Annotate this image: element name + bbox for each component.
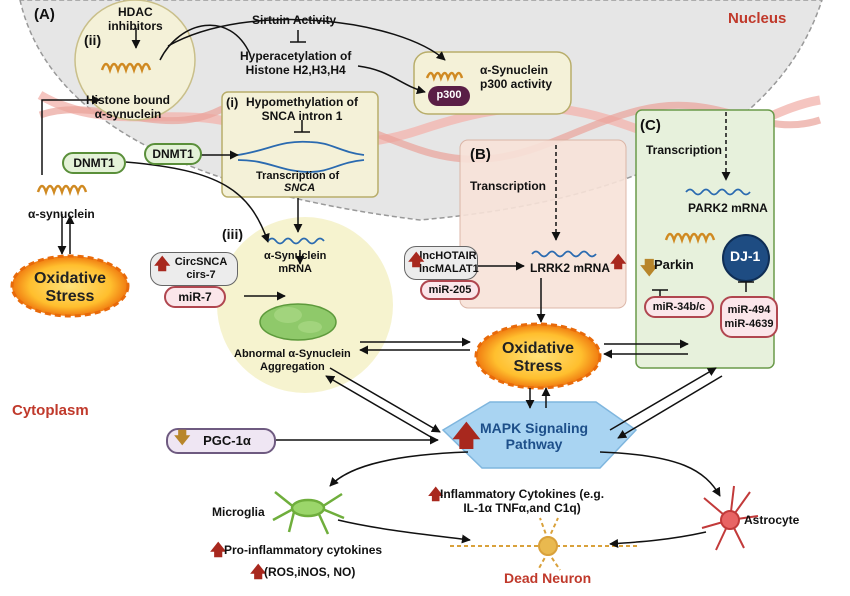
lrrk2-up-arrow-icon: 🡅 bbox=[610, 254, 627, 271]
pro-inflammatory-label: Pro-inflammatory cytokines bbox=[224, 543, 383, 557]
astrocyte-label: Astrocyte bbox=[744, 513, 800, 527]
microglia-cell bbox=[272, 491, 345, 535]
lrrk2-label: LRRK2 mRNA bbox=[530, 261, 611, 275]
dj1-circle bbox=[722, 234, 770, 282]
sirtuin-label: Sirtuin Activity bbox=[252, 13, 337, 27]
oxidative-stress-center-flame bbox=[474, 322, 602, 390]
ros-up-arrow-icon: 🡅 bbox=[250, 564, 267, 581]
asyn-p300-label: α-Synuclein p300 activity bbox=[480, 63, 553, 91]
transcription-snca-label: Transcription of bbox=[256, 170, 340, 182]
transcription-b-label: Transcription bbox=[470, 179, 547, 193]
mapk-shape bbox=[441, 401, 638, 469]
aggregation-blob bbox=[259, 303, 337, 341]
dj1-label: DJ-1 bbox=[730, 248, 761, 264]
circsnca-pill: CircSNCA cirs-7 bbox=[150, 252, 238, 286]
dna-strand-2 bbox=[38, 95, 822, 163]
coil-icons bbox=[36, 62, 716, 244]
parkin-down-arrow-icon: 🡇 bbox=[640, 258, 659, 278]
mir205-pill: miR-205 bbox=[420, 280, 480, 300]
sub-i-label: (i) bbox=[226, 95, 239, 110]
mir494-pill: miR-494 miR-4639 bbox=[720, 296, 778, 338]
parkin-label: Parkin bbox=[654, 257, 694, 272]
mir7-pill: miR-7 bbox=[164, 286, 226, 308]
mir34-pill: miR-34b/c bbox=[644, 296, 714, 318]
hypomethylation-box bbox=[221, 91, 379, 198]
sub-iii-label: (iii) bbox=[222, 226, 243, 242]
asyn-label: α-synuclein bbox=[28, 207, 95, 221]
sub-ii-label: (ii) bbox=[84, 32, 102, 48]
inflammatory-up-arrow-icon: 🡅 bbox=[428, 486, 444, 503]
cytoplasm-label: Cytoplasm bbox=[12, 402, 89, 419]
nucleus-label: Nucleus bbox=[728, 10, 787, 27]
mrna-waves bbox=[267, 188, 751, 258]
hyperacetylation-label: Hyperacetylation of Histone H2,H3,H4 bbox=[240, 49, 352, 77]
p300-badge: p300 bbox=[428, 86, 470, 106]
oxidative-stress-left-flame bbox=[10, 254, 130, 318]
asyn-mrna-label: α-Synuclein mRNA bbox=[264, 250, 327, 275]
astrocyte-cell bbox=[701, 485, 759, 551]
oxidative-stress-center-label: Oxidative Stress bbox=[501, 340, 575, 375]
hypomethylation-label: Hypomethylation of SNCA intron 1 bbox=[246, 95, 359, 123]
pgc-pill: PGC-1α bbox=[166, 428, 276, 454]
dnmt1-left-pill: DNMT1 bbox=[62, 152, 126, 174]
hdac-inhibitors-label: HDAC inhibitors bbox=[108, 5, 163, 33]
lnc-up-arrow-icon: 🡅 bbox=[408, 252, 425, 269]
mapk-label: MAPK Signaling Pathway bbox=[480, 420, 589, 453]
snca-gene-icon bbox=[237, 140, 365, 173]
lnc-pill: lncHOTAIR lncMALAT1 bbox=[404, 246, 479, 280]
up-arrow-icon: 🡅 bbox=[154, 256, 171, 273]
dead-neuron-cell bbox=[450, 517, 640, 571]
mapk-up-arrow-icon: 🡅 bbox=[452, 420, 481, 451]
inflammatory-label: Inflammatory Cytokines (e.g. IL-1α TNFα,… bbox=[440, 487, 605, 515]
aggregation-label: Abnormal α-Synuclein Aggregation bbox=[234, 348, 351, 373]
dead-neuron-label: Dead Neuron bbox=[504, 570, 592, 586]
panel-b-label: (B) bbox=[470, 146, 491, 163]
snca-gene-label: SNCA bbox=[284, 182, 316, 194]
histone-bound-label: Histone bound α-synuclein bbox=[86, 93, 170, 121]
oxidative-stress-left-label: Oxidative Stress bbox=[33, 270, 107, 305]
histone-circle bbox=[74, 0, 196, 121]
arrows bbox=[41, 18, 754, 548]
pro-inflammatory-up-arrow-icon: 🡅 bbox=[210, 542, 227, 559]
panel-c-label: (C) bbox=[640, 117, 661, 134]
dnmt1-mid-pill: DNMT1 bbox=[144, 143, 202, 165]
panel-a-label: (A) bbox=[34, 6, 55, 23]
park2-label: PARK2 mRNA bbox=[688, 201, 768, 215]
pgc-down-arrow-icon: 🡇 bbox=[174, 430, 191, 447]
microglia-label: Microglia bbox=[212, 505, 265, 519]
ros-label: (ROS,iNOS, NO) bbox=[264, 565, 356, 579]
panel-b-box bbox=[459, 139, 627, 309]
transcription-c-label: Transcription bbox=[646, 143, 723, 157]
